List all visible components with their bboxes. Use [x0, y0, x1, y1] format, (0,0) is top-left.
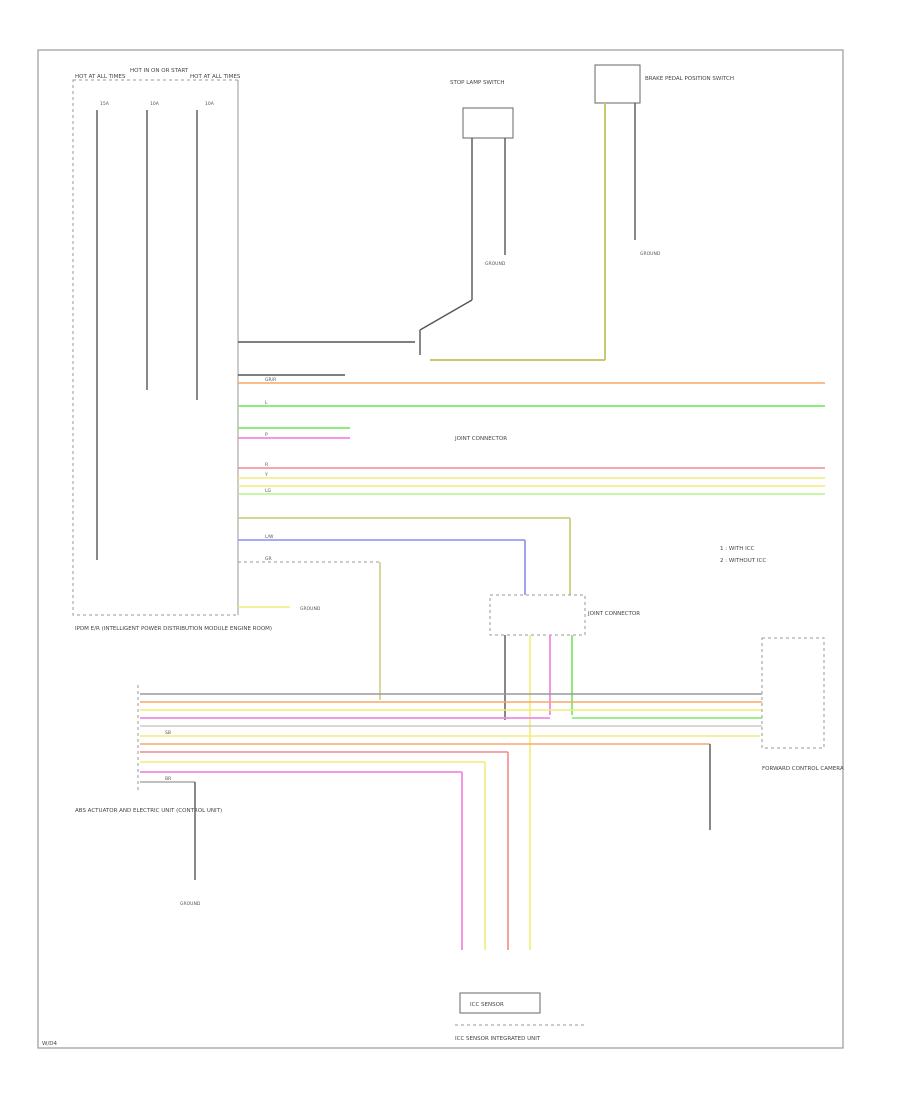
icc-sensor-box [459, 992, 541, 1014]
fcc-name: FORWARD CONTROL CAMERA [762, 766, 844, 772]
fcc-box [761, 637, 825, 749]
icc-sensor-conn: ICC SENSOR [470, 1002, 504, 1008]
ecm-name: IPDM E/R (INTELLIGENT POWER DISTRIBUTION… [75, 626, 272, 632]
wire-orange-top-label: GR/R [265, 377, 276, 383]
fuse1-amp: 15A [100, 101, 110, 107]
fuse2-amp: 10A [150, 101, 160, 107]
icc-sensor-name: ICC SENSOR INTEGRATED UNIT [455, 1036, 541, 1042]
legend-2: 2 : WITHOUT ICC [720, 558, 766, 564]
stop-switch-label: STOP LAMP SWITCH [450, 80, 505, 86]
joint-conn2-box [489, 594, 586, 636]
fuse-block-outline [72, 79, 239, 616]
legend-1: 1 : WITH ICC [720, 546, 755, 552]
wire-olive-mid-label: LG [265, 488, 272, 494]
wire-green-top-label: L [265, 400, 268, 406]
fuse3-title: HOT AT ALL TIMES [190, 74, 241, 80]
wire-grey-mid-label: GR [265, 556, 272, 562]
ground3-label: GROUND [300, 606, 321, 612]
fuse1-title: HOT AT ALL TIMES [75, 74, 126, 80]
corner-tag: W/D4 [42, 1041, 58, 1047]
wire-red-mid-label: R [265, 462, 268, 468]
pedal-switch-label: BRAKE PEDAL POSITION SWITCH [645, 76, 734, 82]
joint-conn1-label: JOINT CONNECTOR [454, 436, 507, 442]
ground1-label: GROUND [485, 261, 506, 267]
abs-wire-sb-label: SB [165, 730, 171, 736]
wire-pink-top-label: P [265, 432, 268, 438]
stop-switch-box [462, 107, 514, 139]
stop-switch-diag [419, 299, 473, 331]
ground2-label: GROUND [640, 251, 661, 257]
abs-name: ABS ACTUATOR AND ELECTRIC UNIT (CONTROL … [75, 808, 222, 814]
pedal-switch-box [594, 64, 641, 104]
diagram-frame [37, 49, 844, 1049]
ground4-label: GROUND [180, 901, 201, 907]
wire-blue-label: L/W [265, 534, 274, 540]
fuse2-title: HOT IN ON OR START [130, 68, 189, 74]
fuse3-amp: 10A [205, 101, 215, 107]
wire-yellow-mid-label: Y [264, 472, 268, 478]
joint-conn2-label: JOINT CONNECTOR [587, 611, 640, 617]
abs-wire-brn-label: BR [165, 776, 171, 782]
